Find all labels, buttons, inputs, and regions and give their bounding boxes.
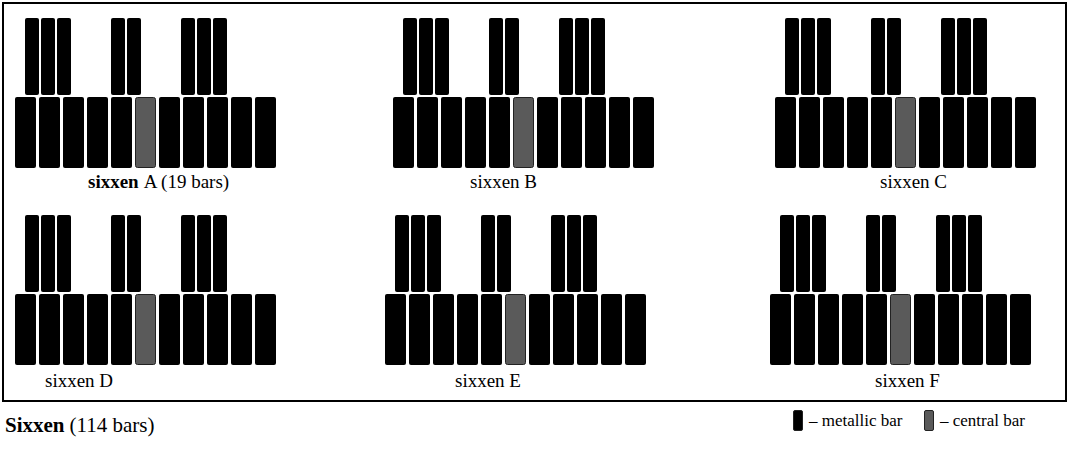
bar-set [15, 215, 276, 365]
label-text: (114 bars) [70, 413, 155, 438]
bar-set [385, 215, 646, 365]
bar-set [770, 215, 1031, 365]
label-text: sixxen C [880, 171, 947, 193]
legend-swatch [793, 410, 803, 431]
legend-swatch [924, 410, 934, 431]
label-text: sixxen F [875, 370, 940, 392]
set-label: Sixxen(114 bars) [5, 413, 154, 438]
legend-item: – central bar [924, 410, 1025, 431]
label-text: sixxen [88, 171, 139, 193]
legend-text: – central bar [940, 411, 1025, 431]
set-label: sixxen C [880, 171, 947, 193]
bar-set [393, 18, 654, 168]
set-label: sixxen F [875, 370, 940, 392]
label-text: sixxen D [45, 370, 113, 392]
bar-set [15, 18, 276, 168]
set-label: sixxen E [455, 370, 521, 392]
label-text: A (19 bars) [144, 171, 229, 193]
set-label: sixxenA (19 bars) [88, 171, 229, 193]
legend-text: – metallic bar [809, 411, 902, 431]
label-text: Sixxen [5, 413, 65, 438]
bar-set [775, 18, 1036, 168]
label-text: sixxen B [470, 171, 537, 193]
legend-item: – metallic bar [793, 410, 902, 431]
set-label: sixxen B [470, 171, 537, 193]
set-label: sixxen D [45, 370, 113, 392]
label-text: sixxen E [455, 370, 521, 392]
frame [3, 3, 1066, 401]
